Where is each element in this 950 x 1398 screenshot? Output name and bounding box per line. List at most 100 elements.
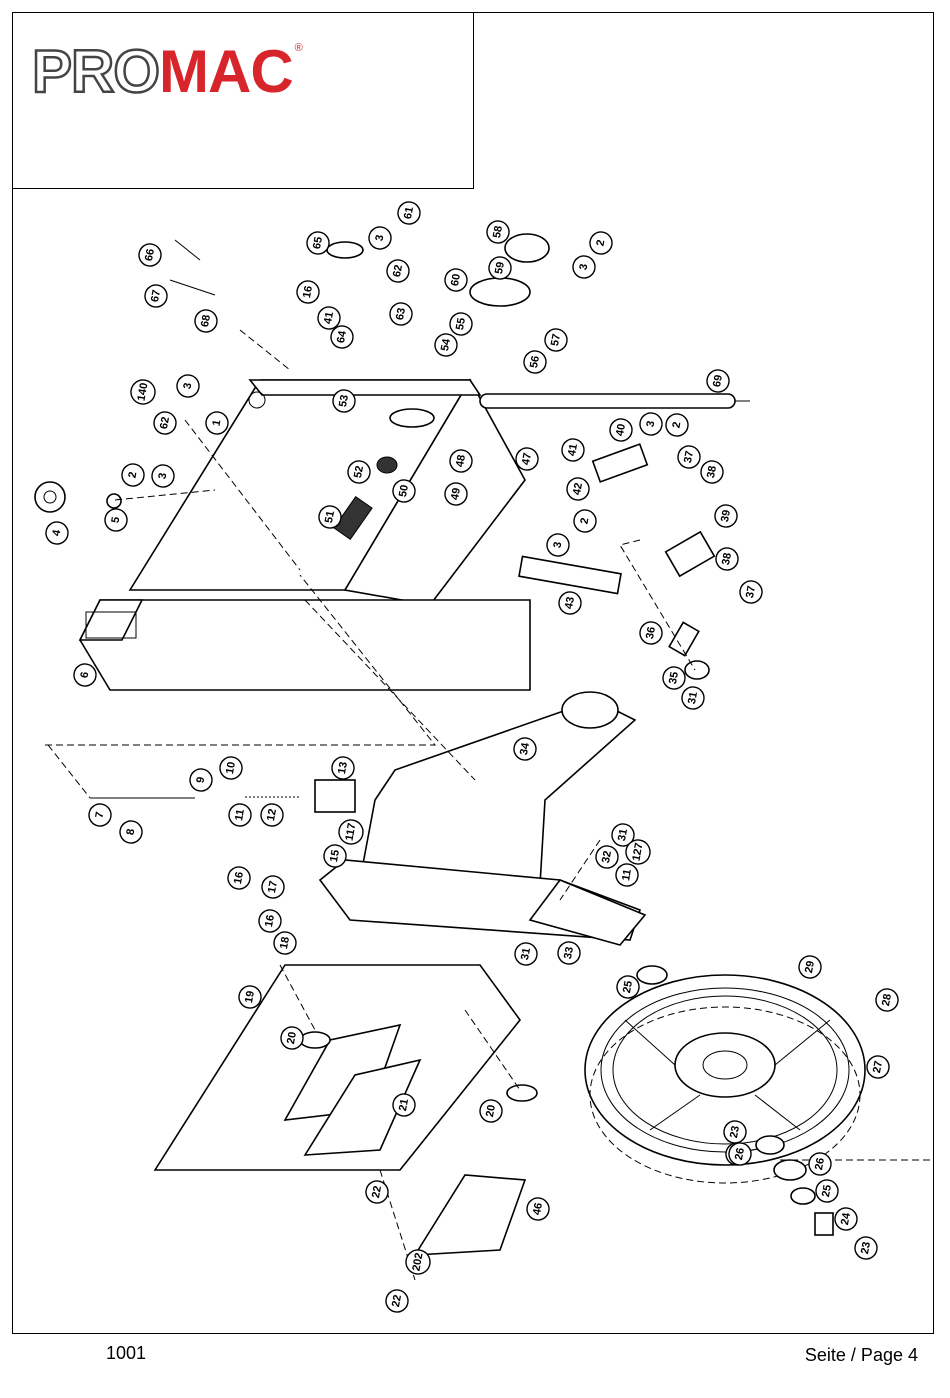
callout-number: 20 xyxy=(285,1031,299,1045)
callout-36: 36 xyxy=(638,620,663,645)
callout-26: 26 xyxy=(807,1151,832,1176)
callout-68: 68 xyxy=(193,308,218,333)
callout-number: 18 xyxy=(278,936,292,950)
callout-number: 42 xyxy=(571,482,585,496)
callout-7: 7 xyxy=(87,802,112,827)
callout-3: 3 xyxy=(150,463,175,488)
callout-66: 66 xyxy=(137,242,162,267)
callout-number: 28 xyxy=(880,993,894,1007)
callout-number: 31 xyxy=(686,691,700,705)
callout-16: 16 xyxy=(257,908,282,933)
callout-3: 3 xyxy=(638,411,663,436)
callout-31: 31 xyxy=(513,941,538,966)
callout-number: 32 xyxy=(600,850,614,864)
callout-55: 55 xyxy=(448,311,473,336)
callout-2: 2 xyxy=(572,508,597,533)
callout-number: 50 xyxy=(397,484,411,498)
callout-40: 40 xyxy=(608,417,633,442)
callout-25: 25 xyxy=(814,1178,839,1203)
callout-number: 69 xyxy=(711,374,725,388)
callout-number: 66 xyxy=(143,248,157,262)
callout-35: 35 xyxy=(661,665,686,690)
callout-61: 61 xyxy=(396,200,421,225)
callout-63: 63 xyxy=(388,301,413,326)
callout-number: 41 xyxy=(322,311,336,325)
callout-3: 3 xyxy=(571,254,596,279)
callout-number: 61 xyxy=(402,206,416,220)
callout-number: 59 xyxy=(493,261,507,275)
callout-number: 25 xyxy=(621,980,635,994)
callout-number: 48 xyxy=(454,454,468,468)
callout-number: 11 xyxy=(233,808,247,822)
callout-number: 56 xyxy=(528,355,542,369)
page-label: Seite / Page 4 xyxy=(805,1345,918,1366)
callout-number: 25 xyxy=(820,1184,834,1198)
callout-number: 62 xyxy=(391,264,405,278)
doc-number: 1001 xyxy=(106,1343,146,1364)
callout-number: 16 xyxy=(301,285,315,299)
callout-11: 11 xyxy=(614,862,639,887)
callout-1: 1 xyxy=(204,410,229,435)
callout-number: 58 xyxy=(491,225,505,239)
callout-number: 17 xyxy=(266,880,280,894)
callout-33: 33 xyxy=(556,940,581,965)
callout-38: 38 xyxy=(699,459,724,484)
callout-number: 22 xyxy=(370,1185,384,1199)
callout-140: 140 xyxy=(129,378,157,406)
callout-number: 22 xyxy=(390,1294,404,1308)
callout-6: 6 xyxy=(72,662,97,687)
callout-8: 8 xyxy=(118,819,143,844)
callout-number: 13 xyxy=(336,761,350,775)
callout-number: 19 xyxy=(243,990,257,1004)
callout-number: 36 xyxy=(644,626,658,640)
callout-number: 11 xyxy=(620,868,634,882)
band-wheel xyxy=(585,975,865,1183)
callout-32: 32 xyxy=(594,844,619,869)
callout-number: 29 xyxy=(803,960,817,974)
callout-13: 13 xyxy=(330,755,355,780)
callout-number: 43 xyxy=(563,596,577,610)
callout-number: 41 xyxy=(566,443,580,457)
callout-18: 18 xyxy=(272,930,297,955)
callout-59: 59 xyxy=(487,255,512,280)
callout-3: 3 xyxy=(175,373,200,398)
callout-54: 54 xyxy=(433,332,458,357)
callout-41: 41 xyxy=(560,437,585,462)
callout-number: 68 xyxy=(199,314,213,328)
callout-number: 40 xyxy=(614,423,628,437)
callout-number: 65 xyxy=(311,236,325,250)
callout-22: 22 xyxy=(364,1179,389,1204)
callout-16: 16 xyxy=(226,865,251,890)
callout-46: 46 xyxy=(525,1196,550,1221)
callout-number: 20 xyxy=(484,1104,498,1118)
callout-number: 62 xyxy=(158,416,172,430)
callout-number: 46 xyxy=(531,1202,545,1216)
callout-69: 69 xyxy=(705,368,730,393)
callout-number: 38 xyxy=(705,465,719,479)
callout-23: 23 xyxy=(853,1235,878,1260)
callout-12: 12 xyxy=(259,802,284,827)
callout-number: 47 xyxy=(520,452,534,466)
callout-number: 23 xyxy=(728,1125,742,1139)
callout-5: 5 xyxy=(103,507,128,532)
callout-number: 37 xyxy=(744,585,758,599)
base-tube xyxy=(80,600,530,690)
callout-42: 42 xyxy=(565,476,590,501)
callout-2: 2 xyxy=(588,230,613,255)
callout-number: 10 xyxy=(224,761,238,775)
callout-62: 62 xyxy=(385,258,410,283)
callout-number: 21 xyxy=(397,1098,411,1112)
callout-number: 35 xyxy=(667,671,681,685)
callout-38: 38 xyxy=(714,546,739,571)
callout-number: 23 xyxy=(859,1241,873,1255)
callout-3: 3 xyxy=(367,225,392,250)
callout-number: 39 xyxy=(719,509,733,523)
callout-10: 10 xyxy=(218,755,243,780)
callout-number: 12 xyxy=(265,808,279,822)
callout-16: 16 xyxy=(295,279,320,304)
callout-117: 117 xyxy=(337,818,365,846)
callout-31: 31 xyxy=(680,685,705,710)
callout-number: 26 xyxy=(813,1157,827,1171)
callout-20: 20 xyxy=(478,1098,503,1123)
